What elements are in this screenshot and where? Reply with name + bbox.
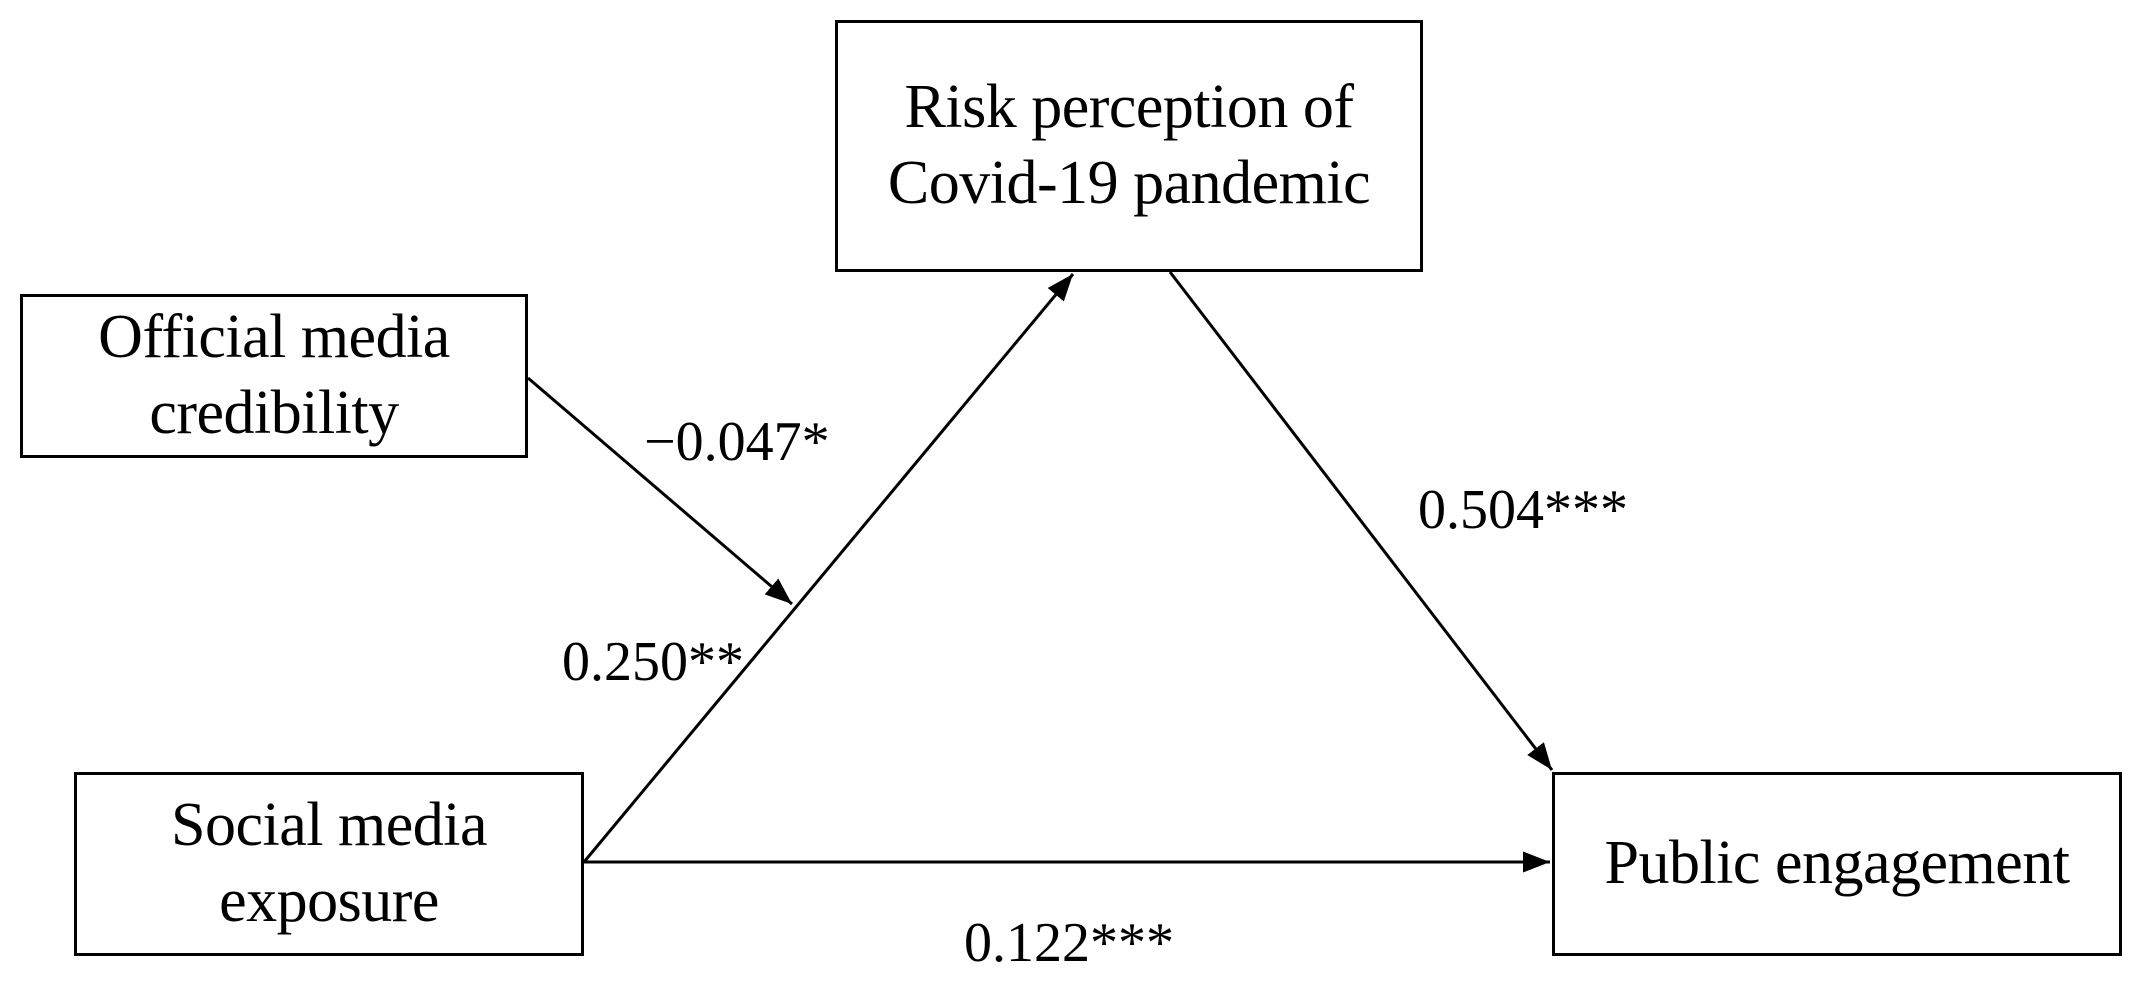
node-social-media-line1: Social media <box>171 791 487 860</box>
coef-moderation-label: −0.047* <box>644 411 830 473</box>
arrow-social-to-risk <box>582 273 1075 863</box>
node-social-media-line2: exposure <box>219 867 439 935</box>
node-official-media-line1: Official media <box>98 303 450 372</box>
node-risk-perception-line2: Covid-19 pandemic <box>887 149 1371 217</box>
node-risk-perception: Risk perception of Covid-19 pandemic <box>835 20 1423 272</box>
node-public-engagement-line1: Public engagement <box>1604 829 2070 898</box>
node-public-engagement: Public engagement <box>1552 772 2122 956</box>
coef-social-to-public-label: 0.122*** <box>964 912 1174 974</box>
coef-risk-to-public-label: 0.504*** <box>1418 479 1628 541</box>
node-risk-perception-line1: Risk perception of <box>904 73 1354 142</box>
node-official-media-line2: credibility <box>149 379 399 447</box>
arrow-moderation <box>527 376 793 606</box>
coef-social-to-risk-label: 0.250** <box>562 631 744 693</box>
node-social-media-exposure: Social media exposure <box>74 772 584 956</box>
node-official-media-credibility: Official media credibility <box>20 294 528 458</box>
arrow-risk-to-public <box>1168 271 1554 771</box>
